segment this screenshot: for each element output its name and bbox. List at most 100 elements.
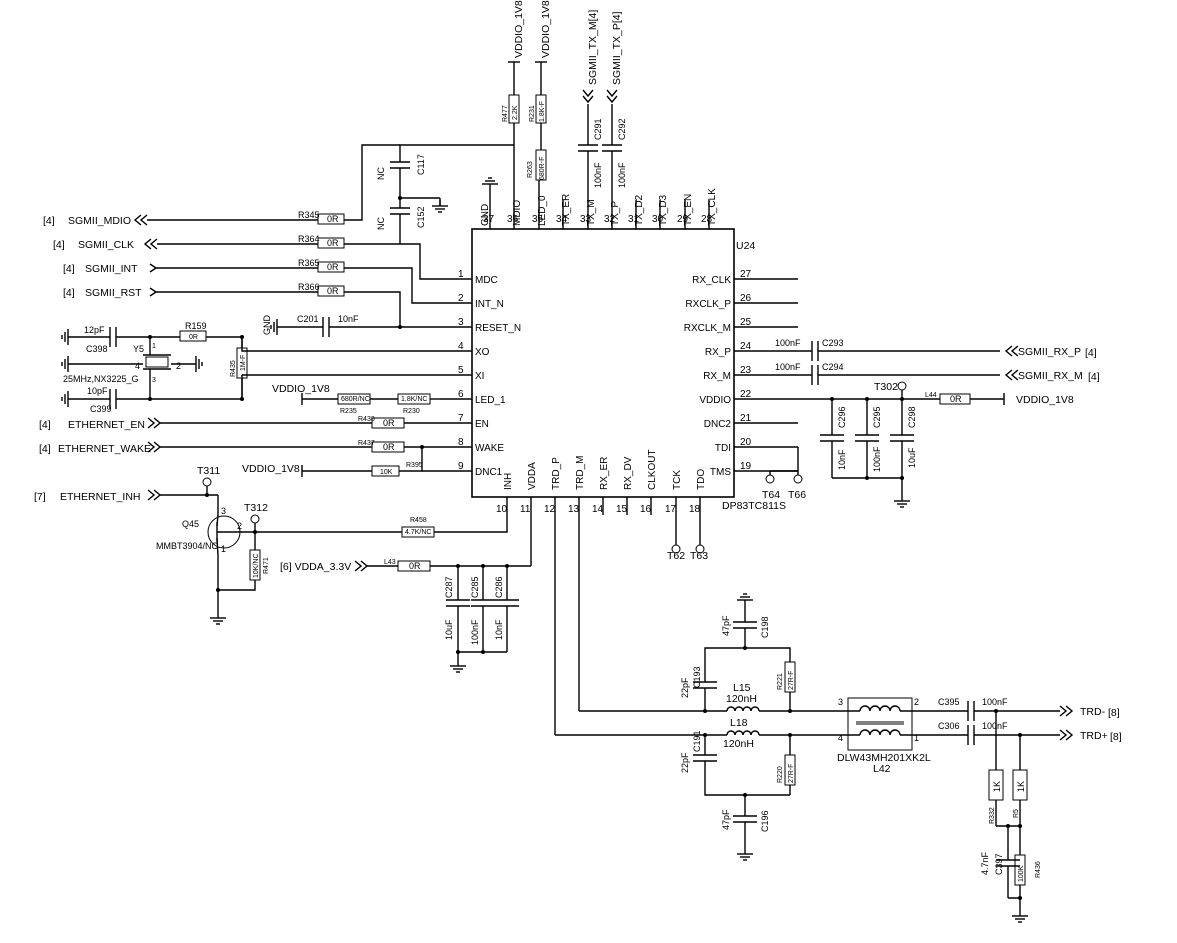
svg-text:680R/NC: 680R/NC [341, 396, 370, 403]
svg-text:SGMII_TX_P[4]: SGMII_TX_P[4] [611, 11, 623, 85]
svg-text:R458: R458 [410, 517, 427, 524]
svg-text:0R: 0R [950, 394, 962, 404]
svg-text:L15: L15 [733, 682, 751, 694]
svg-text:GND: GND [262, 315, 272, 336]
svg-text:100nF: 100nF [982, 721, 1008, 731]
svg-text:XI: XI [475, 371, 484, 382]
svg-text:27R-F: 27R-F [788, 671, 795, 690]
svg-text:R366: R366 [298, 282, 320, 292]
svg-text:2: 2 [176, 361, 181, 371]
mdio-caps: NC C117 NC C152 [376, 144, 514, 240]
svg-text:R159: R159 [185, 321, 207, 331]
pin-29: TX_EN [683, 194, 694, 229]
svg-text:C152: C152 [416, 206, 426, 228]
svg-text:0R: 0R [327, 214, 339, 224]
svg-text:C198: C198 [760, 616, 770, 638]
svg-text:C196: C196 [760, 810, 770, 832]
tn31: 31 [628, 214, 640, 225]
vddio-decoupling: 0R L44 VDDIO_1V8 T302 C296 C295 C298 10n… [798, 381, 1074, 508]
svg-text:VDDIO: VDDIO [699, 395, 731, 406]
svg-text:SGMII_RX_M: SGMII_RX_M [1018, 370, 1083, 382]
svg-text:100nF: 100nF [470, 619, 480, 645]
svg-text:C397: C397 [994, 853, 1004, 875]
svg-text:[4]: [4] [39, 443, 51, 455]
svg-text:XO: XO [475, 347, 490, 358]
svg-text:WAKE: WAKE [475, 443, 504, 454]
svg-text:VDDIO_1V8: VDDIO_1V8 [1016, 394, 1074, 406]
svg-text:TRD-: TRD- [1080, 706, 1106, 718]
svg-text:[4]: [4] [63, 263, 75, 275]
svg-text:L43: L43 [384, 559, 396, 566]
svg-text:SGMII_INT: SGMII_INT [85, 263, 138, 275]
svg-text:R220: R220 [777, 766, 784, 783]
svg-text:R471: R471 [263, 557, 270, 574]
pin-34: TX_ER [561, 194, 572, 229]
svg-text:C191: C191 [692, 730, 702, 752]
svg-text:[4]: [4] [63, 287, 75, 299]
svg-text:RX_ER: RX_ER [599, 457, 610, 490]
svg-text:15: 15 [616, 504, 628, 515]
svg-text:R235: R235 [340, 408, 357, 415]
svg-text:100nF: 100nF [775, 338, 801, 348]
svg-text:R231: R231 [529, 105, 536, 122]
svg-text:MMBT3904/NC: MMBT3904/NC [156, 541, 219, 551]
svg-text:R364: R364 [298, 234, 320, 244]
svg-text:RX_P: RX_P [705, 347, 731, 358]
pin-37: GND3737 [480, 190, 491, 229]
pin-33: TX_M [586, 190, 597, 229]
vddio-pullups: VDDIO_1V8 VDDIO_1V8 R477 2.2K R231 1.8K-… [502, 0, 552, 181]
svg-text:Q45: Q45 [182, 519, 199, 529]
svg-text:T63: T63 [690, 550, 708, 562]
svg-text:C398: C398 [86, 344, 108, 354]
svg-text:TX_D2: TX_D2 [634, 194, 645, 226]
svg-text:VDDIO_1V8: VDDIO_1V8 [513, 0, 525, 58]
svg-text:23: 23 [740, 365, 752, 376]
svg-text:TX_EN: TX_EN [683, 194, 694, 226]
sgmii-mgmt-inputs: [4] SGMII_MDIO 0R R345 [4] SGMII_CLK 0R … [43, 144, 440, 329]
svg-text:TDO: TDO [696, 469, 707, 490]
jtag-testpoints: T64 T66 T62 T63 [667, 447, 806, 562]
svg-text:Y5: Y5 [133, 344, 144, 354]
svg-text:L42: L42 [873, 763, 891, 775]
svg-text:0R: 0R [327, 286, 339, 296]
svg-text:20: 20 [740, 437, 752, 448]
svg-text:10K/NC: 10K/NC [253, 553, 260, 578]
svg-text:2: 2 [914, 697, 919, 707]
svg-text:VDDIO_1V8: VDDIO_1V8 [272, 383, 330, 395]
svg-text:C291: C291 [593, 118, 603, 140]
svg-text:11: 11 [520, 504, 531, 515]
svg-text:4.7K/NC: 4.7K/NC [405, 529, 431, 536]
svg-text:R437: R437 [358, 440, 375, 447]
svg-text:T62: T62 [667, 550, 685, 562]
svg-text:0R: 0R [383, 418, 395, 428]
svg-text:19: 19 [740, 461, 752, 472]
tn29: 29 [677, 214, 689, 225]
svg-text:[4]: [4] [1088, 371, 1100, 383]
svg-text:4: 4 [838, 733, 843, 743]
svg-text:12: 12 [544, 504, 556, 515]
svg-text:2.2K: 2.2K [512, 105, 519, 120]
svg-text:T64: T64 [762, 489, 780, 501]
svg-text:C292: C292 [617, 118, 627, 140]
tn28: 28 [701, 214, 713, 225]
svg-text:1M-F: 1M-F [240, 355, 247, 371]
svg-text:0R: 0R [189, 334, 198, 341]
svg-text:27R-F: 27R-F [788, 764, 795, 783]
svg-text:47pF: 47pF [721, 615, 731, 636]
inh-transistor: [7] ETHERNET_INH T311 3 2 1 Q45 MMBT3904… [34, 465, 508, 625]
svg-text:5: 5 [458, 365, 464, 376]
svg-text:L44: L44 [925, 392, 937, 399]
svg-text:EN: EN [475, 419, 489, 430]
svg-text:C298: C298 [907, 406, 917, 428]
svg-text:R438: R438 [358, 416, 375, 423]
svg-text:3: 3 [838, 697, 843, 707]
svg-text:TX_ER: TX_ER [561, 194, 572, 226]
